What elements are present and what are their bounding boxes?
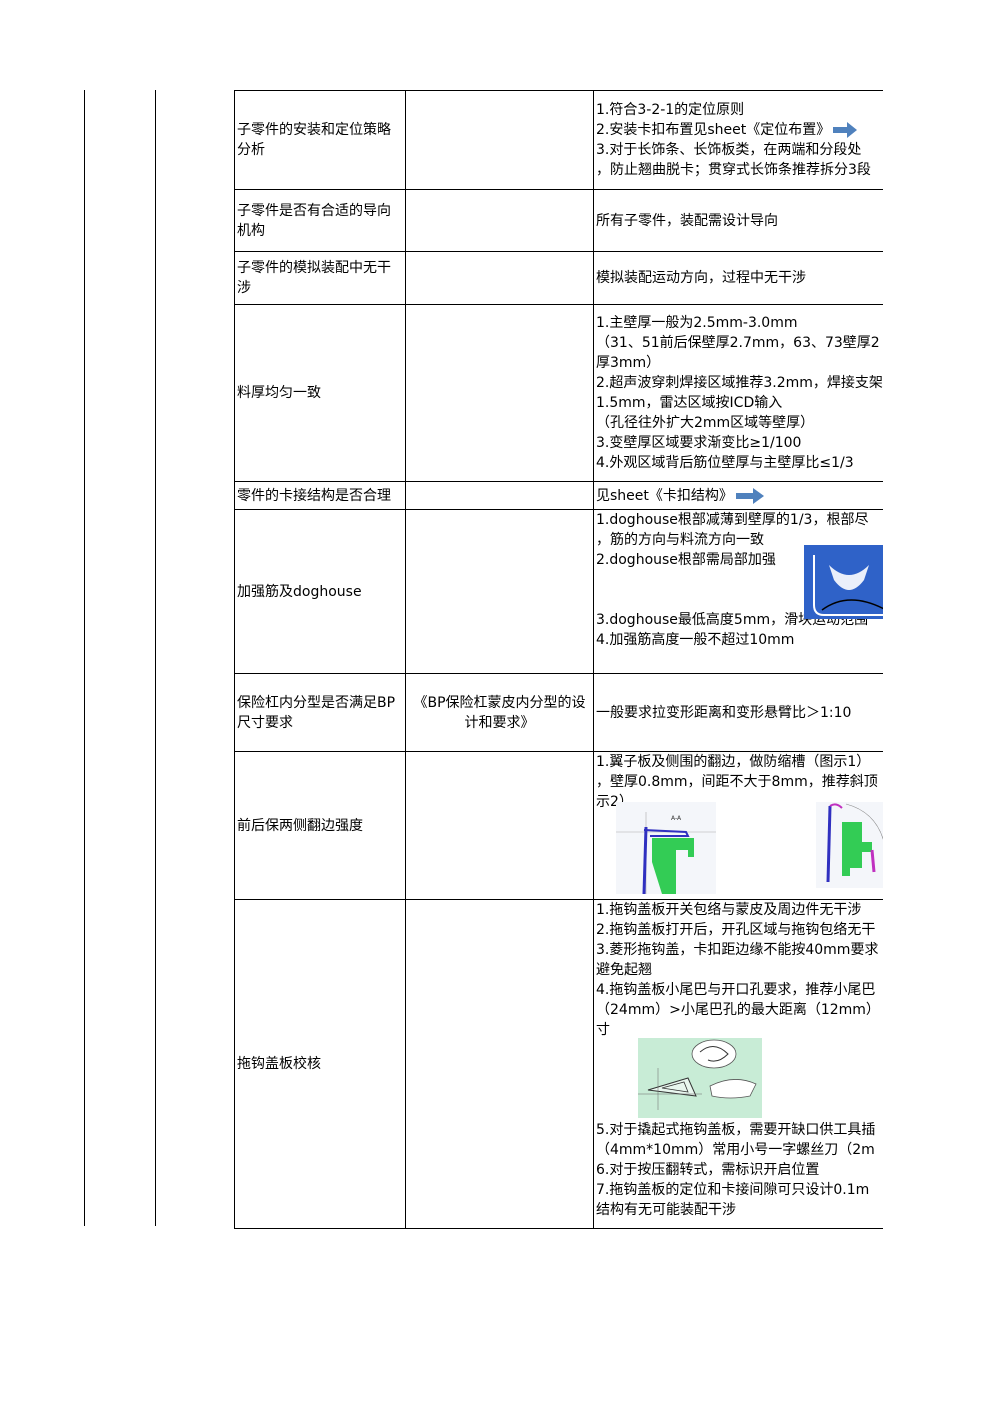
reference-doc bbox=[405, 509, 594, 674]
table-row: 零件的卡接结构是否合理 见sheet《卡扣结构》 bbox=[234, 481, 883, 510]
requirement-line: （24mm）>小尾巴孔的最大距离（12mm） bbox=[596, 1002, 880, 1018]
svg-text:A-A: A-A bbox=[671, 815, 682, 822]
flange-diagram-image-2 bbox=[816, 802, 883, 888]
requirement-line: （孔径往外扩大2mm区域等壁厚） bbox=[596, 415, 815, 431]
requirement-line: 厚3mm） bbox=[596, 355, 661, 371]
requirement: 1.符合3-2-1的定位原则 2.安装卡扣布置见sheet《定位布置》 3.对于… bbox=[593, 90, 883, 190]
requirement: 1.doghouse根部减薄到壁厚的1/3，根部尽 ，筋的方向与料流方向一致 2… bbox=[593, 509, 883, 674]
requirement-line: 3.对于长饰条、长饰板类，在两端和分段处 bbox=[596, 142, 862, 158]
requirement-line: ，筋的方向与料流方向一致 bbox=[596, 532, 764, 548]
table-row: 拖钩盖板校核 1.拖钩盖板开关包络与蒙皮及周边件无干涉 2.拖钩盖板打开后，开孔… bbox=[234, 899, 883, 1229]
requirement-line: 4.拖钩盖板小尾巴与开口孔要求，推荐小尾巴 bbox=[596, 982, 876, 998]
requirement-line: 见sheet《卡扣结构》 bbox=[596, 486, 883, 506]
requirement-line: （31、51前后保壁厚2.7mm，63、73壁厚2 bbox=[596, 335, 880, 351]
requirement-line: 避免起翘 bbox=[596, 962, 652, 978]
requirement-line: 3.变壁厚区域要求渐变比≥1/100 bbox=[596, 435, 802, 451]
link-text[interactable]: 2.安装卡扣布置见sheet《定位布置》 bbox=[596, 122, 831, 138]
requirement-line: 5.对于撬起式拖钩盖板，需要开缺口供工具插 bbox=[596, 1122, 876, 1138]
reference-doc bbox=[405, 751, 594, 900]
check-item: 拖钩盖板校核 bbox=[234, 899, 406, 1229]
requirement-line: 2.安装卡扣布置见sheet《定位布置》 bbox=[596, 120, 883, 140]
check-item: 加强筋及doghouse bbox=[234, 509, 406, 674]
requirement-line: 1.拖钩盖板开关包络与蒙皮及周边件无干涉 bbox=[596, 902, 862, 918]
requirement-line: 3.菱形拖钩盖，卡扣距边缘不能按40mm要求 bbox=[596, 942, 879, 958]
requirement: 所有子零件，装配需设计导向 bbox=[593, 189, 883, 252]
table-row: 子零件的模拟装配中无干涉 模拟装配运动方向，过程中无干涉 bbox=[234, 251, 883, 305]
table-row: 子零件的安装和定位策略分析 1.符合3-2-1的定位原则 2.安装卡扣布置见sh… bbox=[234, 90, 883, 190]
left-margin-line-2 bbox=[155, 90, 156, 1226]
requirement-line: 1.符合3-2-1的定位原则 bbox=[596, 102, 745, 118]
requirement-line: 1.doghouse根部减薄到壁厚的1/3，根部尽 bbox=[596, 512, 869, 528]
requirement: 1.拖钩盖板开关包络与蒙皮及周边件无干涉 2.拖钩盖板打开后，开孔区域与拖钩包络… bbox=[593, 899, 883, 1229]
checklist-table: 子零件的安装和定位策略分析 1.符合3-2-1的定位原则 2.安装卡扣布置见sh… bbox=[234, 90, 883, 1229]
requirement-line: ，壁厚0.8mm，间距不大于8mm，推荐斜顶 bbox=[596, 774, 878, 790]
right-arrow-icon[interactable] bbox=[735, 487, 764, 504]
check-item: 保险杠内分型是否满足BP尺寸要求 bbox=[234, 673, 406, 752]
reference-doc bbox=[405, 899, 594, 1229]
requirement: 1.主壁厚一般为2.5mm-3.0mm （31、51前后保壁厚2.7mm，63、… bbox=[593, 304, 883, 482]
table-row: 子零件是否有合适的导向机构 所有子零件，装配需设计导向 bbox=[234, 189, 883, 252]
requirement-line: 2.超声波穿刺焊接区域推荐3.2mm，焊接支架 bbox=[596, 375, 883, 391]
requirement: 一般要求拉变形距离和变形悬臂比＞1:10 bbox=[593, 673, 883, 752]
check-item: 前后保两侧翻边强度 bbox=[234, 751, 406, 900]
table-row: 保险杠内分型是否满足BP尺寸要求 《BP保险杠蒙皮内分型的设计和要求》 一般要求… bbox=[234, 673, 883, 752]
requirement-line: 模拟装配运动方向，过程中无干涉 bbox=[596, 270, 806, 286]
table-row: 加强筋及doghouse 1.doghouse根部减薄到壁厚的1/3，根部尽 ，… bbox=[234, 509, 883, 674]
requirement: 见sheet《卡扣结构》 bbox=[593, 481, 883, 510]
check-item: 零件的卡接结构是否合理 bbox=[234, 481, 406, 510]
requirement-line: 2.doghouse根部需局部加强 bbox=[596, 552, 776, 568]
reference-doc bbox=[405, 251, 594, 305]
requirement-line: 2.拖钩盖板打开后，开孔区域与拖钩包络无干 bbox=[596, 922, 876, 938]
link-text[interactable]: 见sheet《卡扣结构》 bbox=[596, 487, 733, 504]
left-margin-line-1 bbox=[84, 90, 85, 1226]
requirement: 1.翼子板及侧围的翻边，做防缩槽（图示1） ，壁厚0.8mm，间距不大于8mm，… bbox=[593, 751, 883, 900]
requirement-line: 1.5mm，雷达区域按ICD输入 bbox=[596, 395, 783, 411]
requirement-line: 7.拖钩盖板的定位和卡接间隙可只设计0.1m bbox=[596, 1182, 870, 1198]
requirement-line: 6.对于按压翻转式，需标识开启位置 bbox=[596, 1162, 820, 1178]
requirement-line: （4mm*10mm）常用小号一字螺丝刀（2m bbox=[596, 1142, 875, 1158]
tow-hook-cover-diagram-image bbox=[638, 1038, 762, 1118]
requirement-line: 4.加强筋高度一般不超过10mm bbox=[596, 632, 795, 648]
reference-doc bbox=[405, 90, 594, 190]
reference-doc bbox=[405, 481, 594, 510]
requirement-line: 寸 bbox=[596, 1022, 610, 1038]
requirement-line: 结构有无可能装配干涉 bbox=[596, 1202, 736, 1218]
requirement-line: 3.doghouse最低高度5mm，滑块运动范围 bbox=[596, 612, 869, 628]
flange-diagram-image-1: A-A bbox=[616, 802, 716, 894]
doghouse-diagram-image bbox=[804, 545, 883, 619]
check-item: 子零件是否有合适的导向机构 bbox=[234, 189, 406, 252]
check-item: 子零件的模拟装配中无干涉 bbox=[234, 251, 406, 305]
check-item: 子零件的安装和定位策略分析 bbox=[234, 90, 406, 190]
table-row: 前后保两侧翻边强度 1.翼子板及侧围的翻边，做防缩槽（图示1） ，壁厚0.8mm… bbox=[234, 751, 883, 900]
requirement-line: ，防止翘曲脱卡；贯穿式长饰条推荐拆分3段 bbox=[596, 162, 871, 178]
requirement-line: 1.主壁厚一般为2.5mm-3.0mm bbox=[596, 315, 798, 331]
requirement-line: 1.翼子板及侧围的翻边，做防缩槽（图示1） bbox=[596, 754, 871, 770]
check-item: 料厚均匀一致 bbox=[234, 304, 406, 482]
table-row: 料厚均匀一致 1.主壁厚一般为2.5mm-3.0mm （31、51前后保壁厚2.… bbox=[234, 304, 883, 482]
requirement-line: 4.外观区域背后筋位壁厚与主壁厚比≤1/3 bbox=[596, 455, 854, 471]
reference-doc: 《BP保险杠蒙皮内分型的设计和要求》 bbox=[405, 673, 594, 752]
requirement-line: 一般要求拉变形距离和变形悬臂比＞1:10 bbox=[596, 704, 852, 721]
reference-doc bbox=[405, 304, 594, 482]
right-arrow-icon[interactable] bbox=[833, 122, 858, 138]
requirement-line: 所有子零件，装配需设计导向 bbox=[596, 212, 778, 229]
reference-doc bbox=[405, 189, 594, 252]
requirement: 模拟装配运动方向，过程中无干涉 bbox=[593, 251, 883, 305]
